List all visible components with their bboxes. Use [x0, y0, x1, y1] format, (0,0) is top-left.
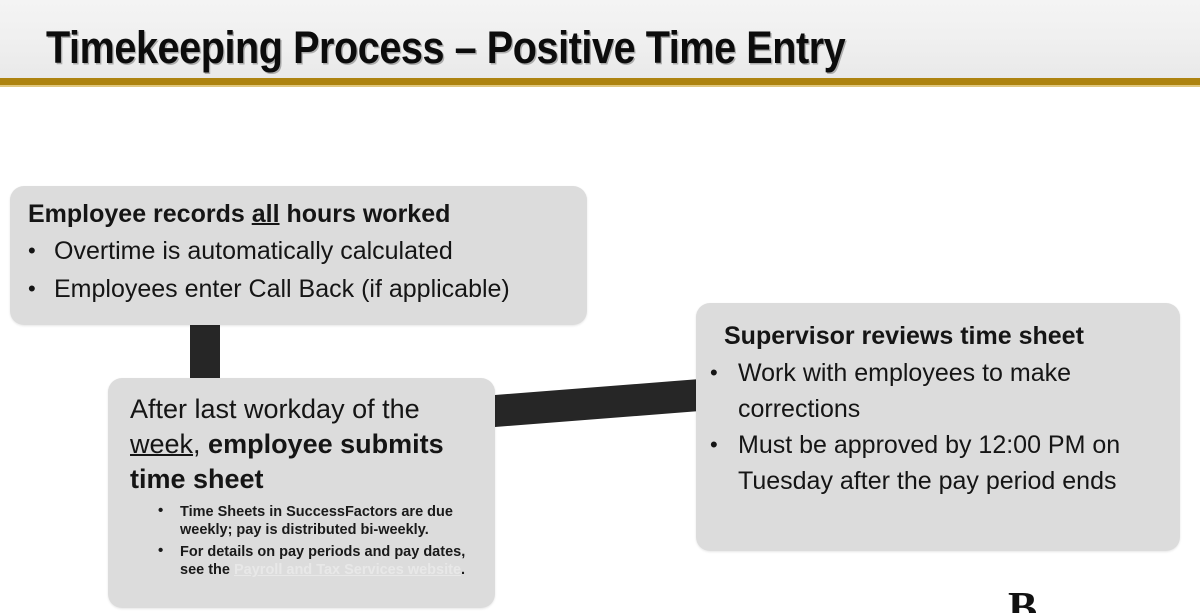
list-item: Work with employees to make corrections — [710, 355, 1164, 427]
logo-letter: B — [1008, 592, 1037, 613]
box-one-heading-before: Employee records — [28, 200, 252, 228]
sub-bullet-text: Time Sheets in SuccessFactors are due we… — [180, 504, 453, 538]
box-one-heading-emphasis: all — [251, 200, 280, 228]
footer-logo-fragment: B — [1008, 592, 1068, 613]
connector-arrow-down — [190, 323, 220, 381]
page-title: Timekeeping Process – Positive Time Entr… — [46, 22, 846, 73]
box-one-heading: Employee records all hours worked — [28, 198, 569, 230]
box-two-heading-bold: employee submits time sheet — [130, 429, 444, 494]
header-accent-bar-highlight — [0, 85, 1200, 87]
box-two-heading-part1: After last workday of the — [130, 394, 420, 424]
list-item: Employees enter Call Back (if applicable… — [28, 270, 569, 308]
process-box-supervisor-reviews: Supervisor reviews time sheet Work with … — [696, 303, 1180, 551]
box-one-heading-after: hours worked — [279, 200, 451, 228]
list-item: Time Sheets in SuccessFactors are due we… — [158, 502, 477, 539]
process-box-employee-records: Employee records all hours worked Overti… — [10, 186, 587, 325]
list-item: Must be approved by 12:00 PM on Tuesday … — [710, 427, 1164, 499]
box-three-heading: Supervisor reviews time sheet — [724, 322, 1084, 350]
sub-bullet-text-tail: . — [461, 562, 466, 578]
header-accent-bar — [0, 78, 1200, 85]
list-item: Overtime is automatically calculated — [28, 232, 569, 270]
box-one-bullet-list: Overtime is automatically calculated Emp… — [28, 232, 569, 308]
list-item: For details on pay periods and pay dates… — [158, 542, 477, 579]
box-three-bullet-list: Work with employees to make corrections … — [710, 355, 1164, 499]
sub-bullet-text: For details on pay periods and pay dates… — [180, 544, 466, 578]
process-box-employee-submits: After last workday of the week, employee… — [108, 378, 495, 608]
slide-header-band — [0, 0, 1200, 78]
box-two-sub-bullet-list: Time Sheets in SuccessFactors are due we… — [122, 502, 477, 579]
payroll-tax-services-link[interactable]: Payroll and Tax Services website — [234, 562, 462, 578]
box-two-heading-emphasis: week — [130, 429, 194, 459]
box-two-heading-part2: , — [193, 429, 209, 459]
connector-arrow-right — [495, 377, 700, 427]
box-two-heading: After last workday of the week, employee… — [122, 392, 477, 497]
